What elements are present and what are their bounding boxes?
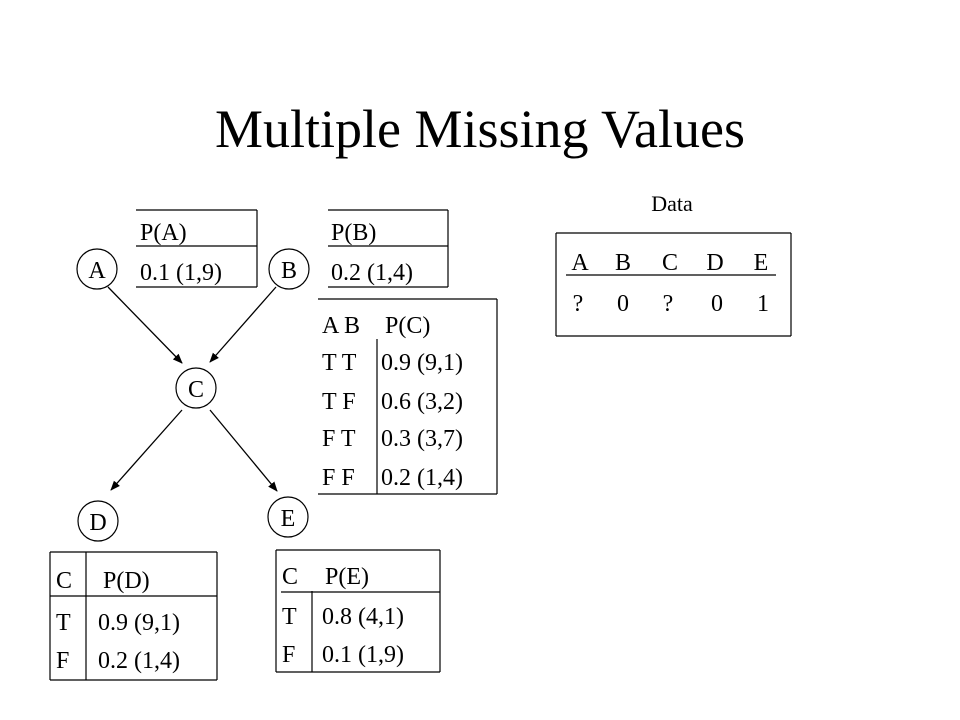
cpt-c-row-1-prob: 0.9 (9,1) bbox=[381, 350, 463, 376]
cpt-b-header: P(B) bbox=[331, 220, 376, 246]
cpt-c-row-2-prob: 0.6 (3,2) bbox=[381, 389, 463, 415]
cpt-e-row-1-parent: T bbox=[282, 604, 297, 630]
node-a: A bbox=[76, 248, 118, 290]
cpt-a-value: 0.1 (1,9) bbox=[140, 260, 222, 286]
edge-a-to-c bbox=[107, 286, 183, 364]
cpt-d-row-1-parent: T bbox=[56, 610, 71, 636]
cpt-e-row-1-prob: 0.8 (4,1) bbox=[322, 604, 404, 630]
data-val-d: 0 bbox=[711, 291, 723, 317]
cpt-c-table: A B P(C) T T 0.9 (9,1) T F 0.6 (3,2) F T… bbox=[318, 298, 498, 495]
page-title: Multiple Missing Values bbox=[215, 99, 745, 159]
node-b-label: B bbox=[281, 258, 297, 284]
cpt-e-header-parent: C bbox=[282, 564, 298, 590]
node-c-label: C bbox=[188, 377, 204, 403]
data-val-a: ? bbox=[573, 291, 584, 317]
edge-c-to-d bbox=[110, 409, 183, 491]
node-e-label: E bbox=[281, 506, 296, 532]
node-e: E bbox=[267, 496, 309, 538]
data-col-b: B bbox=[615, 250, 631, 276]
cpt-a-table: P(A) 0.1 (1,9) bbox=[136, 209, 258, 288]
cpt-a-header: P(A) bbox=[140, 220, 187, 246]
data-col-d: D bbox=[706, 250, 723, 276]
data-caption: Data bbox=[651, 191, 693, 216]
cpt-e-row-2-prob: 0.1 (1,9) bbox=[322, 642, 404, 668]
node-b: B bbox=[268, 248, 310, 290]
edge-c-to-e bbox=[209, 409, 278, 492]
cpt-c-row-3-parents: F T bbox=[322, 426, 356, 452]
cpt-d-table: C P(D) T 0.9 (9,1) F 0.2 (1,4) bbox=[49, 551, 218, 681]
cpt-c-row-3-prob: 0.3 (3,7) bbox=[381, 426, 463, 452]
cpt-c-row-1-parents: T T bbox=[322, 350, 357, 376]
data-col-e: E bbox=[754, 250, 769, 276]
cpt-d-row-2-prob: 0.2 (1,4) bbox=[98, 648, 180, 674]
data-val-c: ? bbox=[663, 291, 674, 317]
cpt-d-row-1-prob: 0.9 (9,1) bbox=[98, 610, 180, 636]
data-col-c: C bbox=[662, 250, 678, 276]
data-val-e: 1 bbox=[757, 291, 769, 317]
data-table: A B C D E ? 0 ? 0 1 bbox=[555, 232, 792, 337]
node-d: D bbox=[77, 500, 119, 542]
cpt-b-table: P(B) 0.2 (1,4) bbox=[328, 209, 449, 288]
node-c: C bbox=[175, 367, 217, 409]
cpt-c-header-prob: P(C) bbox=[385, 313, 430, 339]
data-col-a: A bbox=[571, 250, 589, 276]
edge-b-to-c bbox=[209, 286, 277, 363]
node-a-label: A bbox=[88, 258, 106, 284]
cpt-d-header-parent: C bbox=[56, 568, 72, 594]
cpt-c-row-2-parents: T F bbox=[322, 389, 356, 415]
data-val-b: 0 bbox=[617, 291, 629, 317]
cpt-d-header-prob: P(D) bbox=[103, 568, 150, 594]
cpt-e-row-2-parent: F bbox=[282, 642, 295, 668]
cpt-e-header-prob: P(E) bbox=[325, 564, 369, 590]
cpt-d-row-2-parent: F bbox=[56, 648, 69, 674]
cpt-e-table: C P(E) T 0.8 (4,1) F 0.1 (1,9) bbox=[275, 549, 441, 673]
cpt-c-row-4-prob: 0.2 (1,4) bbox=[381, 465, 463, 491]
cpt-c-row-4-parents: F F bbox=[322, 465, 355, 491]
node-d-label: D bbox=[89, 510, 106, 536]
cpt-b-value: 0.2 (1,4) bbox=[331, 260, 413, 286]
cpt-c-header-parents: A B bbox=[322, 313, 360, 339]
